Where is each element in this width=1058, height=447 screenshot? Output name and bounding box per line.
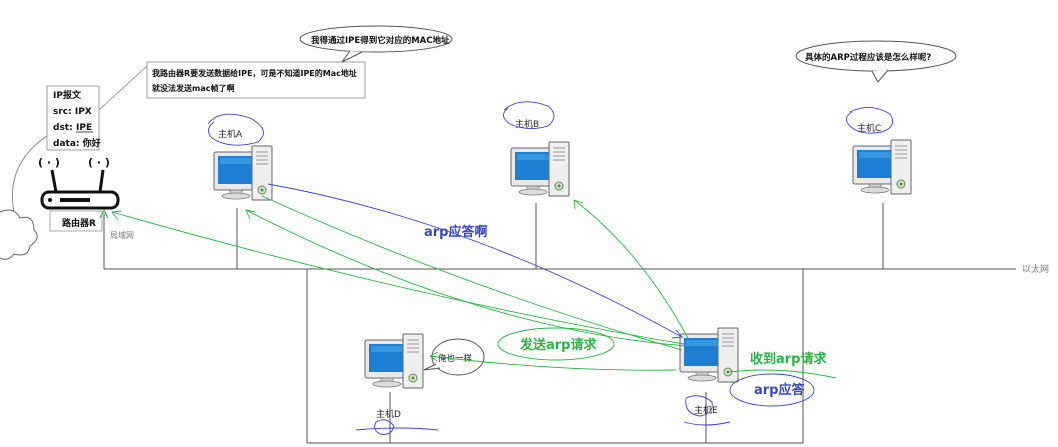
- ip-packet-dst-label: dst:: [53, 123, 73, 133]
- router-note-line1: 我路由器R要发送数据给IPE，可是不知道IPE的Mac地址: [152, 68, 357, 78]
- host-e: 主机E: [679, 327, 739, 426]
- router-icon: ( · ) ( · ) 路由器R: [38, 156, 120, 232]
- host-c: 主机C: [846, 107, 912, 195]
- svg-text:( · ): ( · ): [38, 156, 60, 169]
- router-note: 我路由器R要发送数据给IPE，可是不知道IPE的Mac地址 就没法发送mac帧了…: [98, 61, 366, 111]
- host-c-label: 主机C: [857, 122, 881, 134]
- host-a-label: 主机A: [218, 128, 243, 140]
- arp-reply-text: arp应答: [754, 382, 805, 398]
- arp-reply-line: [267, 183, 681, 337]
- lan-label: 局域网: [110, 230, 134, 240]
- router-label: 路由器R: [62, 217, 96, 229]
- center-bubble-text: 我得通过IPE得到它对应的MAC地址: [311, 35, 450, 46]
- host-d: 主机D: [355, 333, 439, 435]
- cloud-icon: [0, 209, 38, 260]
- ip-packet-title: IP报文: [53, 89, 82, 101]
- arp-request-lines: [111, 195, 837, 379]
- arp-reply-circle: [729, 373, 815, 407]
- host-b-label: 主机B: [515, 118, 539, 130]
- ip-packet-src: src: IPX: [53, 107, 92, 117]
- ip-packet-box: IP报文 src: IPX dst: IPE data: 你好: [46, 85, 101, 151]
- host-a: 主机A: [207, 113, 273, 201]
- right-bubble-text: 具体的ARP过程应该是怎么样呢?: [804, 52, 931, 63]
- host-b: 主机B: [503, 101, 570, 197]
- ethernet-label: 以太网: [1022, 263, 1049, 275]
- host-d-label: 主机D: [376, 408, 401, 420]
- receive-arp-request-text: 收到arp请求: [750, 351, 827, 367]
- ip-packet-data: data: 你好: [53, 137, 101, 149]
- arp-reply-blue-text: arp应答啊: [424, 224, 488, 240]
- svg-text:( · ): ( · ): [88, 156, 110, 169]
- packet-callout-tail: [12, 129, 57, 213]
- ip-packet-dst-value: IPE: [76, 123, 92, 133]
- send-arp-request-text: 发送arp请求: [519, 337, 597, 353]
- right-speech-bubble: 具体的ARP过程应该是怎么样呢?: [795, 40, 957, 83]
- host-d-speech-bubble: 俺也一样: [423, 338, 485, 376]
- center-speech-bubble: 我得通过IPE得到它对应的MAC地址: [299, 25, 453, 63]
- router-note-line2: 就没法发送mac帧了啊: [152, 83, 234, 93]
- ethernet-bus: [103, 203, 1016, 444]
